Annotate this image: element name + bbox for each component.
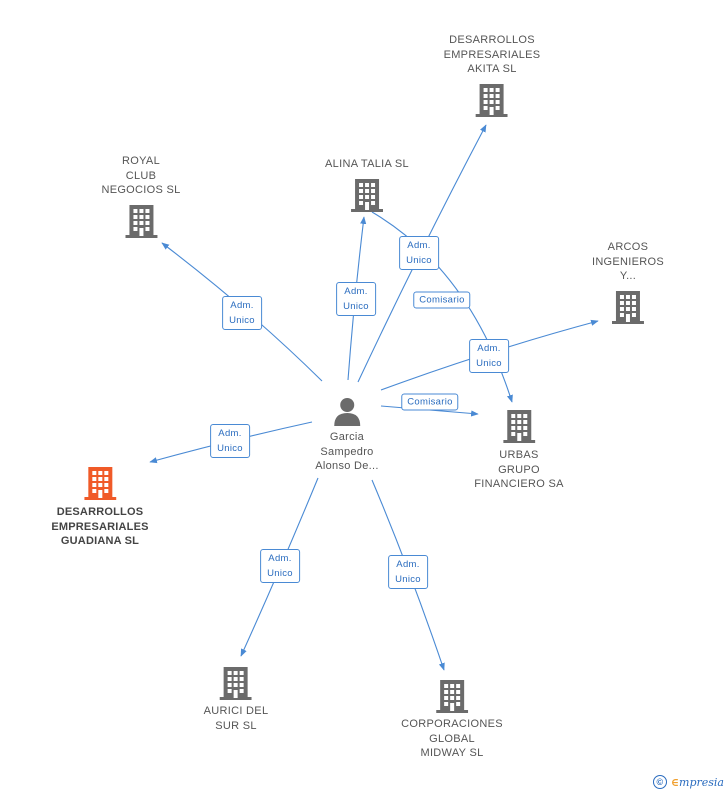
edge-label-akita[interactable]: Adm. Unico [399, 236, 439, 270]
node-aurici-del-sur[interactable]: AURICI DEL SUR SL [204, 666, 269, 733]
brand-logo-text: mpresia [679, 775, 724, 789]
brand-logo: ∈mpresia [671, 776, 724, 789]
edge-label-guadiana[interactable]: Adm. Unico [210, 424, 250, 458]
node-center-person[interactable]: Garcia Sampedro Alonso De... [315, 396, 379, 474]
node-desarrollos-empresariales-guadiana[interactable]: DESARROLLOS EMPRESARIALES GUADIANA SL [51, 466, 148, 549]
edge-label-alina[interactable]: Adm. Unico [336, 282, 376, 316]
building-icon [503, 410, 535, 443]
copyright-footer[interactable]: © ∈mpresia [652, 775, 724, 789]
node-label: AURICI DEL SUR SL [203, 705, 269, 732]
edge-label-aurici[interactable]: Adm. Unico [260, 549, 300, 583]
node-label: ALINA TALIA SL [325, 158, 409, 170]
node-alina-talia[interactable]: ALINA TALIA SL [325, 157, 409, 212]
person-icon [334, 398, 360, 426]
node-label: URBAS GRUPO FINANCIERO SA [474, 449, 564, 490]
node-label: ROYAL CLUB NEGOCIOS SL [101, 155, 181, 196]
node-urbas-grupo-financiero[interactable]: URBAS GRUPO FINANCIERO SA [474, 409, 563, 492]
node-label: CORPORACIONES GLOBAL MIDWAY SL [401, 718, 503, 759]
edge-label-comisario-akita-urbas[interactable]: Comisario [413, 291, 471, 309]
node-label: ARCOS INGENIEROS Y... [591, 241, 665, 282]
edge-label-corporaciones[interactable]: Adm. Unico [388, 555, 428, 589]
brand-logo-initial: ∈ [670, 775, 680, 789]
node-royal-club-negocios[interactable]: ROYAL CLUB NEGOCIOS SL [101, 154, 180, 238]
node-label: Garcia Sampedro Alonso De... [315, 431, 379, 472]
building-icon [435, 680, 468, 713]
edge-label-arcos[interactable]: Adm. Unico [469, 339, 509, 373]
edge-label-urbas[interactable]: Comisario [401, 393, 459, 411]
building-icon [124, 204, 157, 238]
building-icon [220, 667, 252, 700]
building-icon [611, 290, 644, 324]
node-arcos-ingenieros[interactable]: ARCOS INGENIEROS Y... [592, 240, 664, 324]
building-icon [84, 467, 116, 500]
building-icon [475, 83, 508, 117]
node-label: DESARROLLOS EMPRESARIALES AKITA SL [443, 34, 541, 75]
node-label: DESARROLLOS EMPRESARIALES GUADIANA SL [51, 506, 149, 547]
edge-label-royal[interactable]: Adm. Unico [222, 296, 262, 330]
building-icon [351, 178, 383, 212]
copyright-icon: © [652, 775, 667, 789]
node-corporaciones-global-midway[interactable]: CORPORACIONES GLOBAL MIDWAY SL [401, 679, 503, 761]
node-desarrollos-empresariales-akita[interactable]: DESARROLLOS EMPRESARIALES AKITA SL [444, 33, 541, 117]
